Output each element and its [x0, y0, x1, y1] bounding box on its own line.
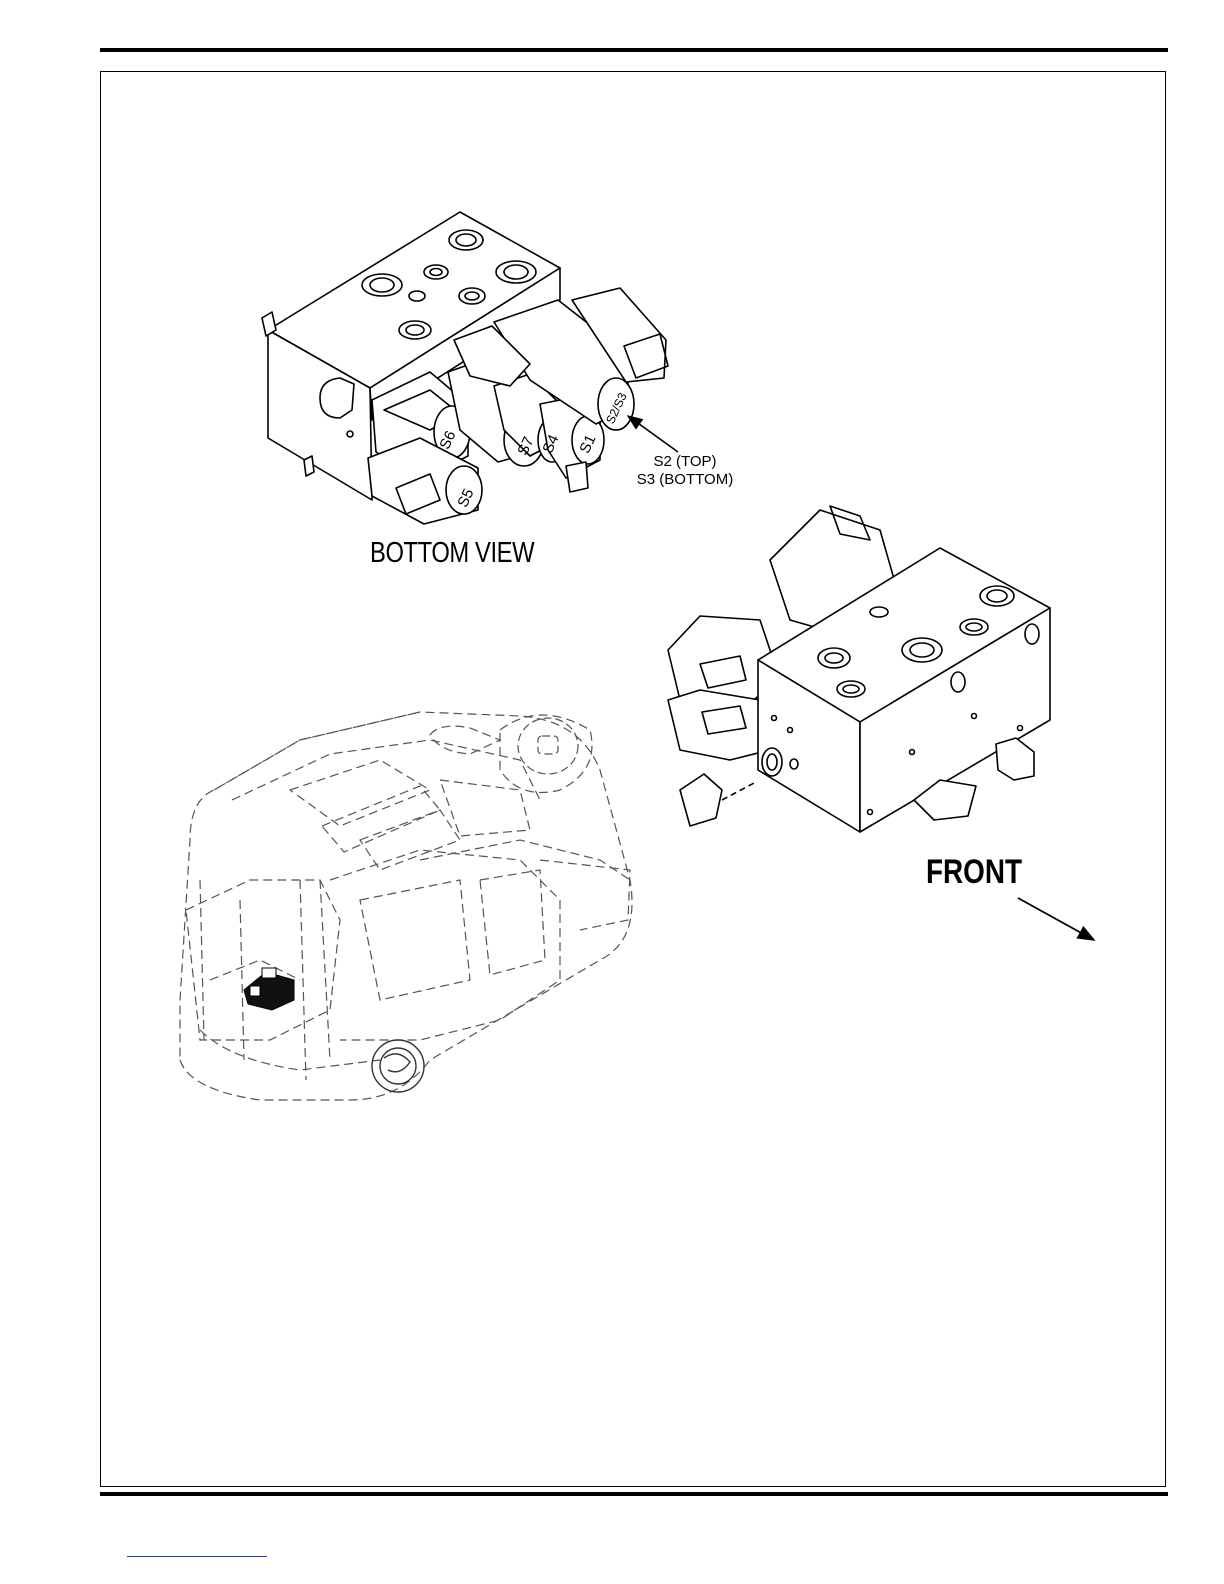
front-manifold — [668, 506, 1050, 832]
machine-wheel — [372, 1040, 424, 1092]
front-label: FRONT — [926, 853, 1022, 892]
callout-label: S2 (TOP) S3 (BOTTOM) — [625, 453, 745, 489]
callout-leader — [628, 416, 678, 452]
footer-link-underline[interactable] — [127, 1556, 267, 1557]
valve-location-marker — [244, 968, 294, 1010]
callout-line-2: S3 (BOTTOM) — [625, 471, 745, 489]
bottom-rule — [100, 1492, 1168, 1496]
bottom-view-manifold — [262, 212, 668, 524]
front-arrow — [1018, 898, 1094, 940]
callout-line-1: S2 (TOP) — [625, 453, 745, 471]
steering-wheel — [518, 718, 578, 774]
bottom-view-label: BOTTOM VIEW — [370, 537, 534, 570]
